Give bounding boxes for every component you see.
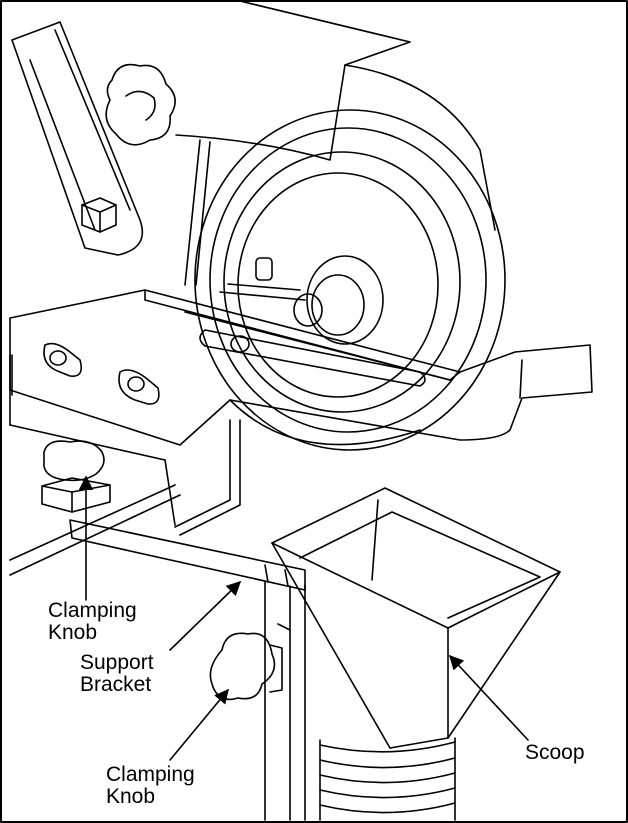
label-clamping-knob-lower: Clamping Knob: [106, 763, 195, 808]
label-clamping-knob-upper: Clamping Knob: [48, 599, 137, 644]
scoop: [271, 487, 561, 749]
grinding-wheel: [194, 109, 506, 451]
leader-support-bracket: [169, 580, 242, 651]
wheel-guard: [175, 0, 496, 286]
label-scoop: Scoop: [525, 741, 585, 764]
star-knob-clamp-icon: [41, 440, 111, 513]
star-knob-upper-icon: [105, 63, 176, 146]
lower-frame: [9, 354, 241, 576]
tool-rest: [9, 289, 593, 446]
support-bracket: [69, 519, 306, 821]
upper-arm: [11, 21, 144, 256]
label-support-bracket: Support Bracket: [80, 651, 154, 696]
leader-scoop: [449, 654, 529, 741]
platform-slot-left: [43, 342, 83, 377]
platform-slot-right: [118, 369, 160, 405]
wheel-hub: [219, 257, 323, 327]
leader-clamping-knob-lower: [169, 688, 229, 761]
dust-hose: [319, 737, 456, 821]
hex-bolt: [81, 197, 117, 233]
star-knob-lower-icon: [209, 632, 283, 701]
